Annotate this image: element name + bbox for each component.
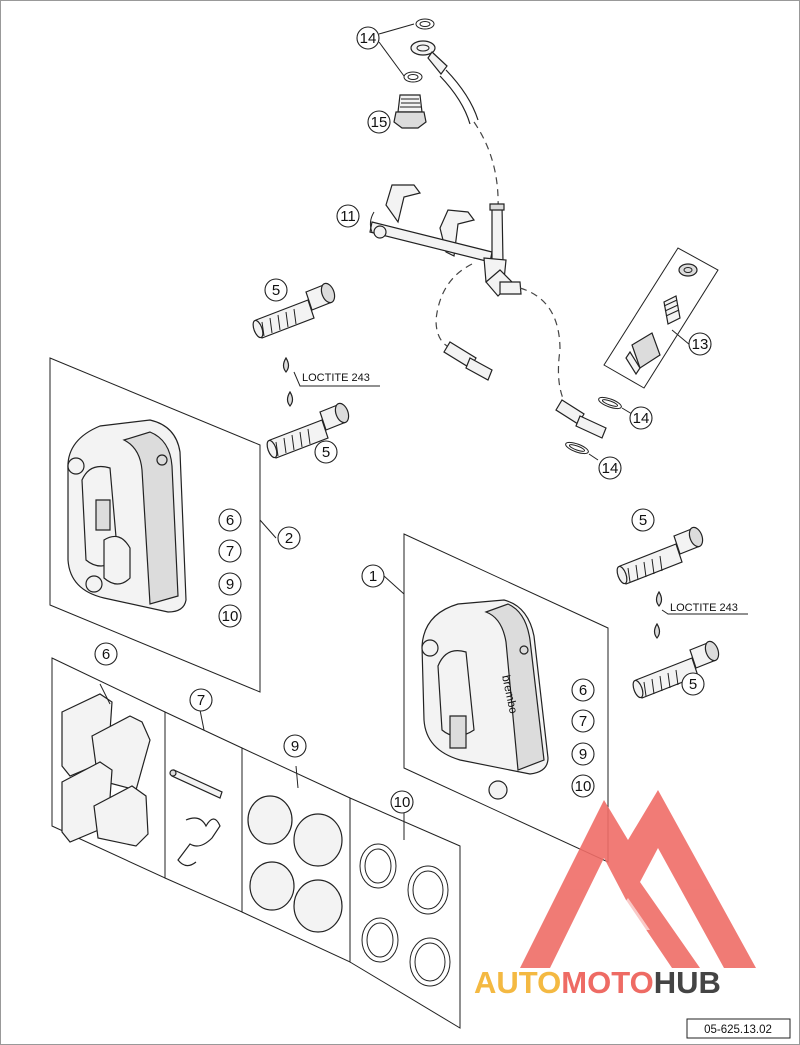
svg-text:10: 10: [222, 608, 239, 625]
callout-14-mid: [629, 406, 653, 430]
callout-9-a: [218, 572, 242, 596]
mounting-bolts-left: [252, 282, 380, 459]
piston-kit-9: [241, 747, 351, 963]
svg-text:5: 5: [639, 512, 647, 529]
bleeder-kit-13: [603, 247, 719, 389]
callout-5-d: [681, 672, 705, 696]
loctite-label-left: LOCTITE 243: [302, 372, 370, 384]
caliper-2-panel: [49, 357, 277, 693]
svg-text:6: 6: [226, 512, 234, 529]
callout-1: [361, 564, 385, 588]
callout-14-low: [598, 456, 622, 480]
pad-pin-kit-7: [164, 709, 243, 913]
callout-15: [367, 110, 391, 134]
svg-text:10: 10: [394, 794, 411, 811]
callout-2: [277, 526, 301, 550]
callout-10-c: [390, 790, 414, 814]
callout-6-c: [94, 642, 118, 666]
caliper-1-panel: brembo: [383, 533, 609, 863]
reference-number: 05-625.13.02: [704, 1024, 772, 1036]
callout-5-a: [264, 278, 288, 302]
svg-text:5: 5: [272, 282, 280, 299]
svg-text:10: 10: [575, 778, 592, 795]
callout-circles: [94, 23, 712, 814]
callout-6-b: [571, 678, 595, 702]
seal-kit-10: [349, 797, 461, 1029]
callout-10-a: [218, 604, 242, 628]
watermark-logo: [520, 790, 756, 968]
watermark-text: AUTOMOTOHUB: [474, 965, 721, 1000]
svg-text:9: 9: [579, 746, 587, 763]
callout-5-b: [314, 440, 338, 464]
svg-text:13: 13: [692, 336, 709, 353]
reference-number-box: 05-625.13.02: [686, 1018, 791, 1039]
callout-5-c: [631, 508, 655, 532]
callout-7-c: [189, 688, 213, 712]
brake-pads-kit-6: [51, 657, 166, 879]
logo-triangle-icon: [520, 790, 756, 968]
mounting-bolts-right: [616, 526, 748, 699]
svg-text:14: 14: [360, 30, 377, 47]
svg-text:6: 6: [579, 682, 587, 699]
svg-text:11: 11: [340, 208, 356, 225]
callout-14-top: [356, 26, 380, 50]
callout-6-a: [218, 508, 242, 532]
loctite-label-right: LOCTITE 243: [670, 602, 738, 614]
svg-text:6: 6: [102, 646, 110, 663]
svg-text:7: 7: [226, 543, 234, 560]
brake-line-assembly: [369, 18, 607, 439]
callout-7-b: [571, 709, 595, 733]
callout-7-a: [218, 539, 242, 563]
callout-13: [688, 332, 712, 356]
callout-11: [336, 204, 360, 228]
svg-text:9: 9: [291, 738, 299, 755]
callout-9-b: [571, 742, 595, 766]
callout-10-b: [571, 774, 595, 798]
svg-text:7: 7: [579, 713, 587, 730]
svg-text:15: 15: [371, 114, 388, 131]
svg-text:14: 14: [633, 410, 650, 427]
svg-text:14: 14: [602, 460, 619, 477]
svg-text:5: 5: [689, 676, 697, 693]
svg-text:7: 7: [197, 692, 205, 709]
svg-text:9: 9: [226, 576, 234, 593]
callout-numbers: 14 15 11 5 5 13 14 14 2 6 7 9 10 1 6 7 9…: [102, 30, 709, 811]
callout-9-c: [283, 734, 307, 758]
svg-text:2: 2: [285, 530, 293, 547]
svg-text:1: 1: [369, 568, 377, 585]
svg-text:5: 5: [322, 444, 330, 461]
